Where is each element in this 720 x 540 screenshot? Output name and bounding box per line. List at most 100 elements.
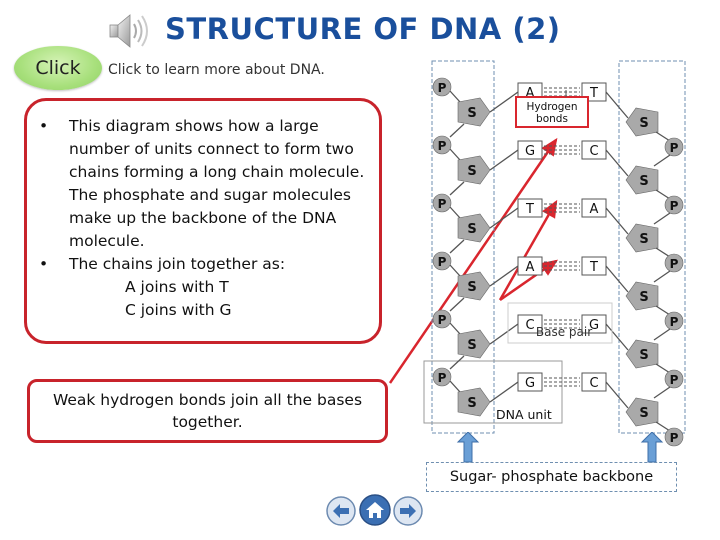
info-bullet: •This diagram shows how a large number o…	[39, 117, 365, 250]
backbone-bond	[655, 131, 671, 142]
backbone-bond	[449, 181, 465, 196]
base-bond	[489, 381, 519, 403]
phosphate-circle	[664, 369, 684, 389]
pair-rule-cg: C joins with G	[125, 301, 232, 319]
base-pair-frame	[507, 302, 613, 344]
sugar-label: S	[639, 232, 648, 247]
click-button[interactable]: Click	[14, 46, 102, 90]
up-arrow-icon	[456, 432, 480, 463]
base-bond	[605, 381, 629, 409]
backbone-bond	[655, 421, 671, 432]
sugar-label: S	[467, 396, 476, 411]
home-button[interactable]	[359, 494, 391, 526]
page-title: STRUCTURE OF DNA (2)	[165, 12, 561, 46]
base-box	[517, 372, 543, 392]
hydrogen-bonds-label: Hydrogen	[526, 101, 577, 113]
backbone-bond	[449, 148, 461, 161]
base-bond	[605, 207, 629, 235]
backbone-bond	[655, 247, 671, 258]
backbone-bond	[449, 206, 461, 219]
backbone-bond	[449, 322, 461, 335]
base-box	[517, 256, 543, 276]
base-box	[517, 198, 543, 218]
base-letter: C	[589, 376, 598, 391]
phosphate-circle	[432, 77, 452, 97]
base-bond	[489, 323, 519, 345]
sugar-label: S	[467, 106, 476, 121]
sugar-shape	[457, 387, 491, 417]
phosphate-circle	[432, 193, 452, 213]
base-letter: T	[589, 86, 598, 101]
pair-rule-at: A joins with T	[125, 278, 229, 296]
base-letter: C	[589, 144, 598, 159]
base-bond	[489, 265, 519, 287]
backbone-bond	[449, 297, 465, 312]
sugar-label: S	[639, 348, 648, 363]
backbone-bond	[449, 123, 465, 138]
sugar-shape	[625, 165, 659, 195]
backbone-bond	[449, 380, 461, 393]
info-bullet-text: The chains join together as:	[69, 255, 286, 273]
base-bond	[605, 149, 629, 177]
backbone-bond	[653, 212, 671, 225]
sugar-label: S	[467, 164, 476, 179]
backbone-bond	[449, 264, 461, 277]
info-bullet: •The chains join together as: A joins wi…	[39, 253, 374, 322]
base-box	[517, 140, 543, 160]
sugar-label: S	[467, 338, 476, 353]
phosphate-circle	[432, 251, 452, 271]
base-letter: T	[525, 202, 534, 217]
back-button[interactable]	[326, 496, 356, 526]
base-letter: G	[525, 144, 535, 159]
sugar-shape	[457, 329, 491, 359]
backbone-bond	[653, 386, 671, 399]
base-pair-label: Base pair	[536, 325, 592, 339]
hydrogen-bonds-callout	[515, 96, 589, 128]
sugar-label: S	[639, 406, 648, 421]
phosphate-circle	[432, 367, 452, 387]
base-box	[517, 314, 543, 334]
subtitle: Click to learn more about DNA.	[108, 62, 325, 78]
backbone-bond	[655, 305, 671, 316]
info-bullet-text: This diagram shows how a large number of…	[69, 117, 365, 250]
forward-button[interactable]	[393, 496, 423, 526]
sugar-shape	[457, 271, 491, 301]
hydrogen-bond-note-text: Weak hydrogen bonds join all the bases t…	[52, 391, 363, 431]
sugar-shape	[625, 339, 659, 369]
sugar-label: S	[639, 116, 648, 131]
sugar-label: S	[639, 174, 648, 189]
info-list: •This diagram shows how a large number o…	[39, 115, 374, 322]
base-bond	[605, 91, 629, 119]
left-backbone-frame	[431, 60, 495, 434]
sugar-shape	[625, 281, 659, 311]
backbone-bond	[655, 189, 671, 200]
base-bond	[489, 207, 519, 229]
phosphate-label: P	[670, 373, 679, 387]
phosphate-label: P	[670, 141, 679, 155]
sugar-shape	[457, 213, 491, 243]
phosphate-label: P	[670, 315, 679, 329]
backbone-bond	[449, 355, 465, 370]
base-letter: A	[590, 202, 599, 217]
speaker-icon[interactable]	[104, 10, 154, 52]
up-arrow-icon	[640, 432, 664, 463]
hydrogen-bond-note: Weak hydrogen bonds join all the bases t…	[27, 379, 388, 443]
base-letter: T	[589, 260, 598, 275]
base-bond	[489, 91, 519, 113]
hydrogen-bonds-label: bonds	[536, 113, 568, 125]
phosphate-label: P	[438, 255, 447, 269]
arrow-right-icon	[400, 504, 416, 518]
phosphate-circle	[664, 195, 684, 215]
base-letter: A	[526, 260, 535, 275]
backbone-bond	[655, 363, 671, 374]
sugar-label: S	[467, 280, 476, 295]
pointer-arrow	[498, 199, 558, 301]
phosphate-label: P	[670, 257, 679, 271]
phosphate-label: P	[438, 81, 447, 95]
base-letter: C	[525, 318, 534, 333]
base-letter: A	[526, 86, 535, 101]
phosphate-circle	[432, 309, 452, 329]
phosphate-label: P	[670, 431, 679, 445]
